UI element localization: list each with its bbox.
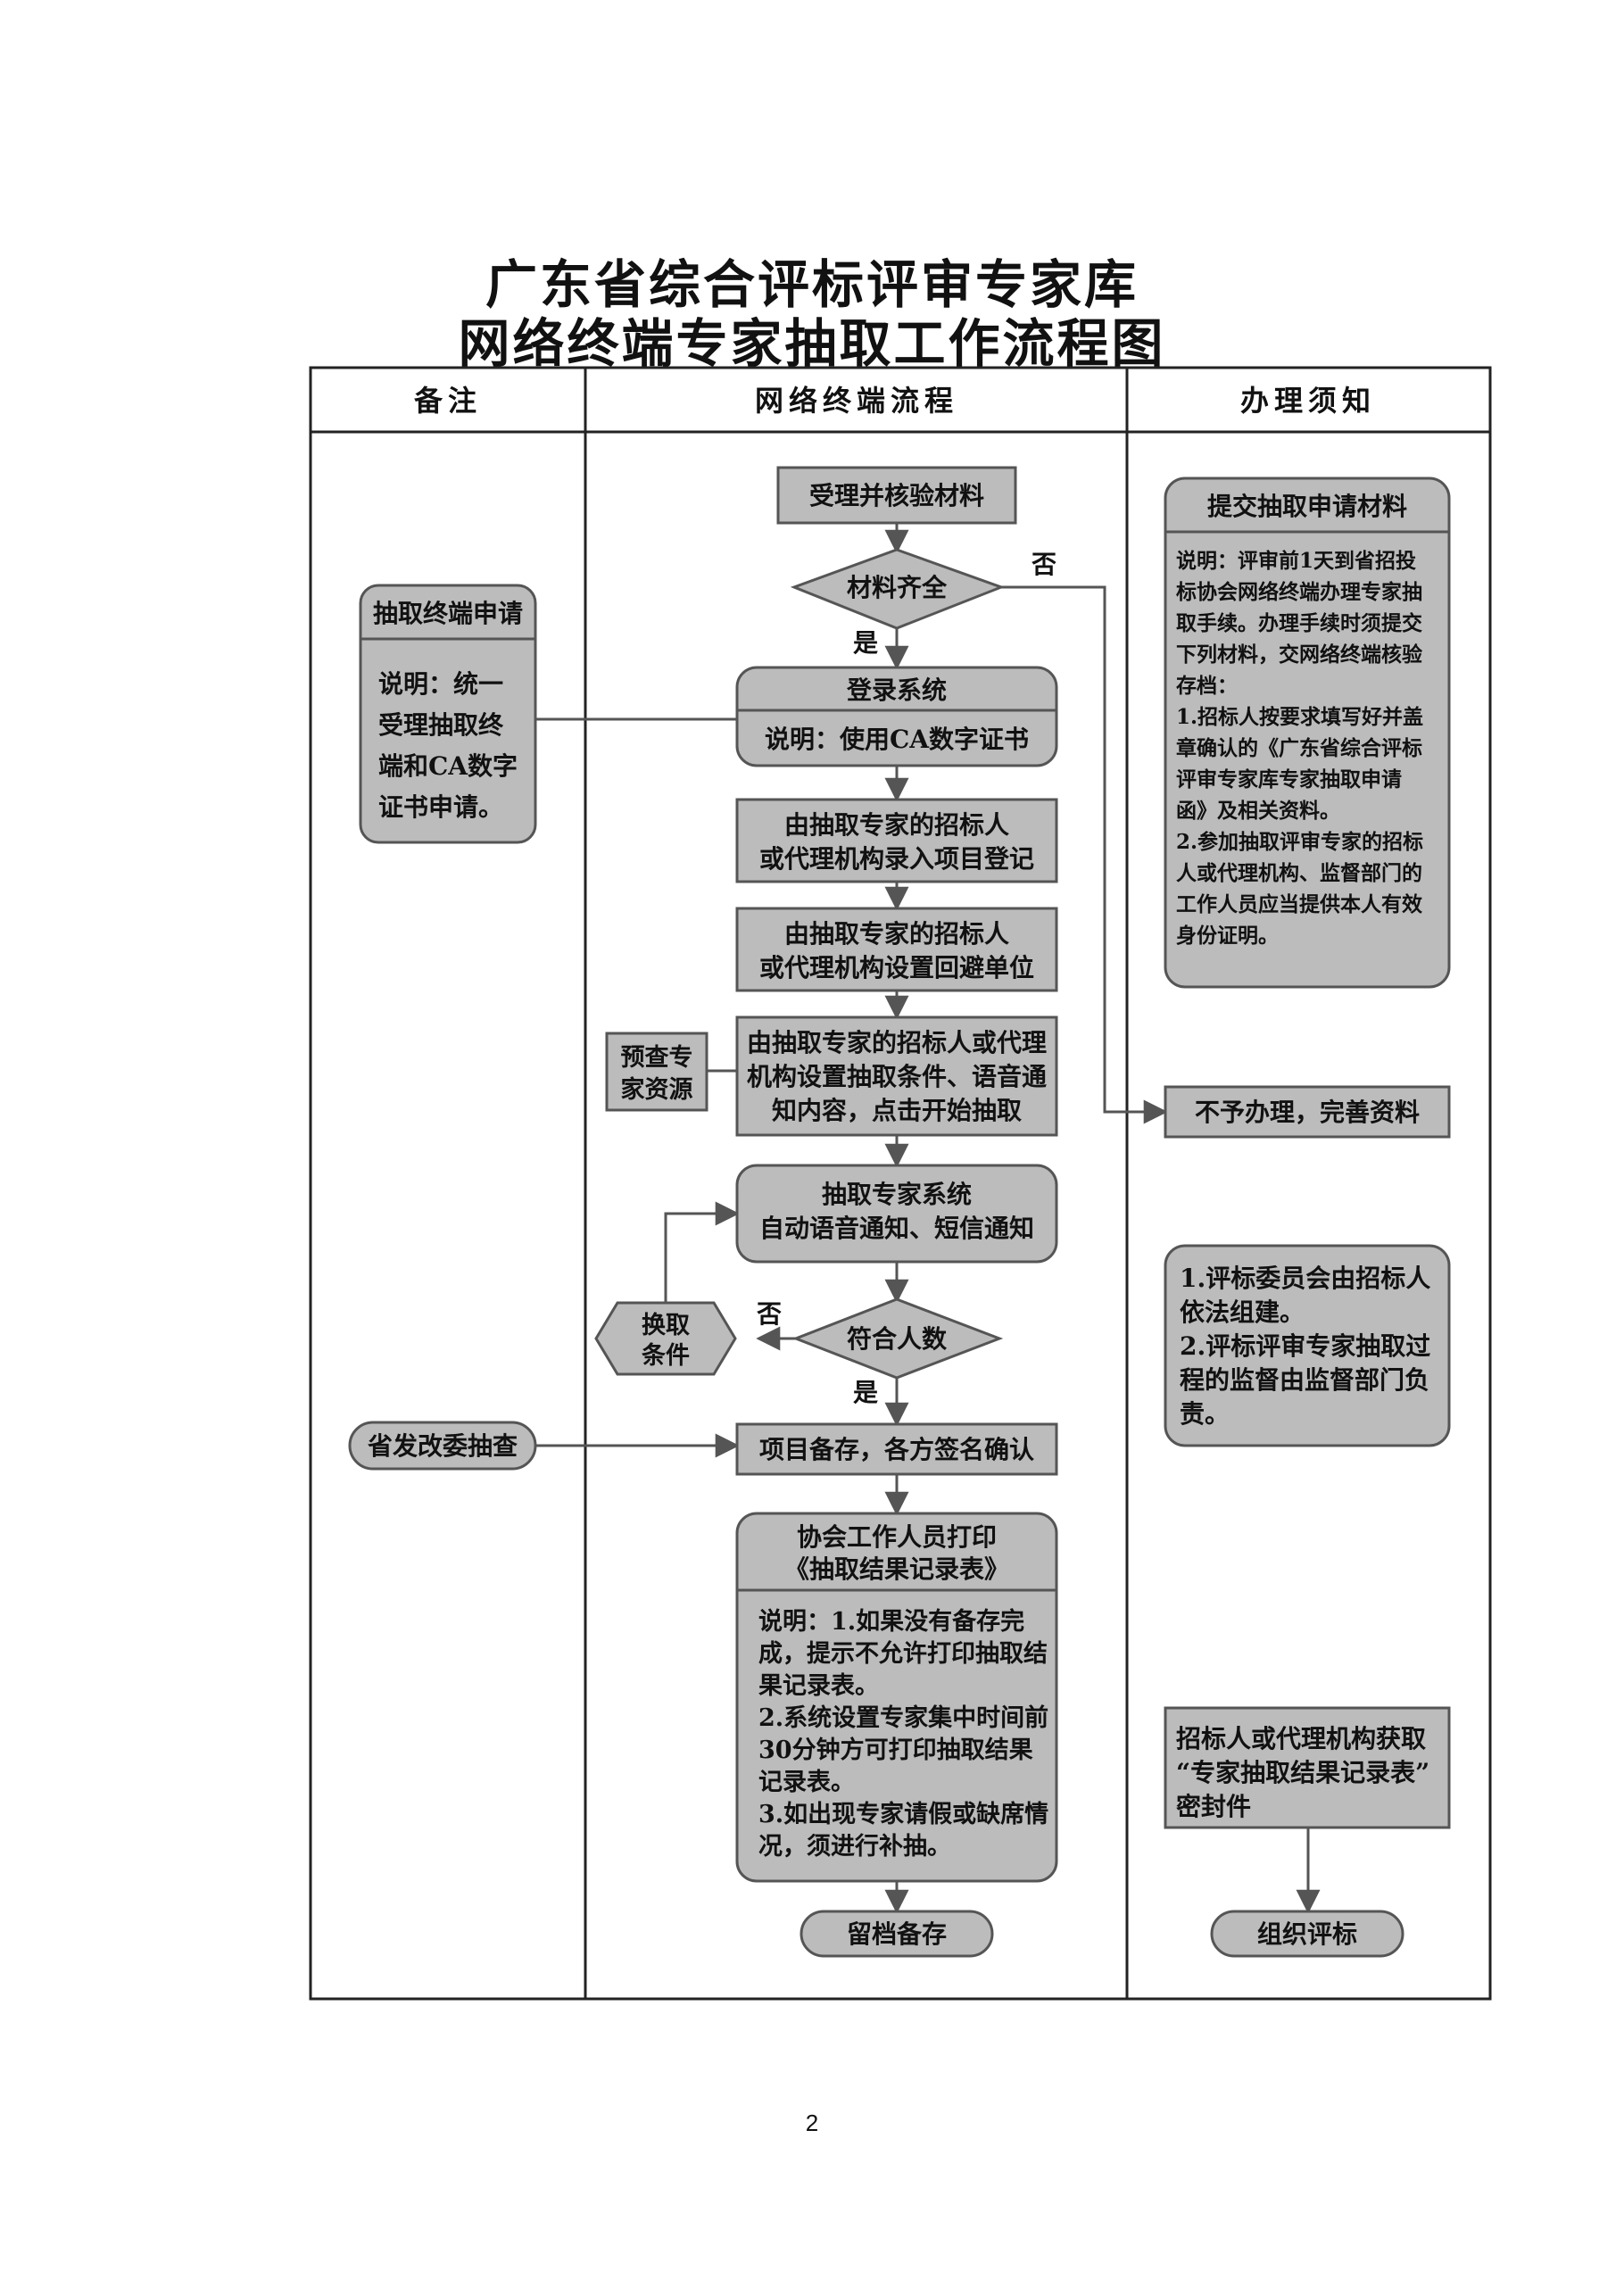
committee-line-2: 依法组建。 (1180, 1297, 1305, 1327)
register-line-1: 由抽取专家的招标人 (784, 810, 1009, 840)
submit-note-line-5: 存档： (1176, 674, 1238, 698)
reject-box (1164, 1085, 1451, 1139)
no-label-2: 否 (757, 1299, 782, 1329)
organize-label: 组织评标 (1257, 1919, 1357, 1949)
spot-check-label: 省发改委抽查 (368, 1431, 518, 1461)
accept-box (776, 466, 1017, 525)
spot-check-box (348, 1421, 537, 1471)
enough-people-label: 符合人数 (847, 1324, 948, 1354)
submit-note-line-7: 章确认的《广东省综合评标 (1176, 736, 1422, 760)
record-box (735, 1422, 1058, 1476)
submit-note-line-10: 2.参加抽取评审专家的招标 (1176, 830, 1423, 854)
conditions-line-1: 由抽取专家的招标人或代理 (747, 1028, 1047, 1057)
record-label: 项目备存，各方签名确认 (759, 1435, 1034, 1464)
preview-line-2: 家资源 (621, 1075, 693, 1104)
sealed-result-box (1164, 1706, 1451, 1829)
print-note-line-4: 2.系统设置专家集中时间前 (758, 1703, 1048, 1732)
materials-check-diamond (790, 548, 1006, 630)
submit-note-line-9: 函》及相关资料。 (1176, 799, 1340, 823)
committee-line-1: 1.评标委员会由招标人 (1180, 1264, 1430, 1293)
reject-label: 不予办理，完善资料 (1195, 1098, 1420, 1127)
preview-box (605, 1032, 708, 1112)
submit-note-line-6: 1.招标人按要求填写好并盖 (1176, 705, 1423, 729)
archive-box (800, 1910, 994, 1958)
terminal-note-line-1: 说明：统一 (378, 669, 503, 699)
committee-line-4: 程的监督由监督部门负 (1180, 1365, 1429, 1395)
change-conditions-hexagon (594, 1301, 737, 1376)
col-header-process: 网络终端流程 (755, 384, 958, 418)
submit-note-line-13: 身份证明。 (1176, 924, 1279, 948)
submit-note-line-12: 工作人员应当提供本人有效 (1176, 892, 1422, 916)
conditions-line-3: 知内容，点击开始抽取 (772, 1096, 1022, 1125)
terminal-note-line-4: 证书申请。 (378, 792, 503, 822)
terminal-title: 抽取终端申请 (373, 599, 523, 628)
col-header-remarks: 备注 (414, 384, 482, 418)
preview-line-1: 预查专 (621, 1044, 693, 1072)
conditions-line-2: 机构设置抽取条件、语音通 (747, 1062, 1047, 1091)
print-note-line-6: 记录表。 (758, 1769, 855, 1796)
yes-label-2: 是 (853, 1378, 878, 1407)
page-number: 2 (805, 2110, 819, 2136)
avoid-box (735, 907, 1058, 992)
login-title: 登录系统 (846, 676, 947, 705)
submit-note-line-3: 取手续。办理手续时须提交 (1176, 611, 1422, 635)
print-note-line-8: 况，须进行补抽。 (758, 1832, 951, 1861)
arrow-no-to-reject (1001, 585, 1168, 1124)
title-line-2: 网络终端专家抽取工作流程图 (458, 313, 1166, 374)
submit-note-line-4: 下列材料，交网络终端核验 (1176, 642, 1422, 667)
sealed-line-3: 密封件 (1176, 1792, 1251, 1821)
register-line-2: 或代理机构录入项目登记 (759, 844, 1034, 874)
login-note: 说明：使用CA数字证书 (765, 725, 1029, 754)
print-note-line-1: 说明：1.如果没有备存完 (758, 1607, 1024, 1636)
accept-label: 受理并核验材料 (809, 481, 984, 510)
register-box (735, 798, 1058, 883)
terminal-application-box (359, 584, 537, 844)
submit-materials-box (1164, 477, 1451, 989)
avoid-line-2: 或代理机构设置回避单位 (759, 953, 1034, 982)
yes-label-1: 是 (853, 628, 878, 658)
print-note-line-2: 成，提示不允许打印抽取结 (758, 1639, 1048, 1668)
system-line-1: 抽取专家系统 (822, 1180, 972, 1209)
submit-title: 提交抽取申请材料 (1207, 492, 1407, 521)
submit-note-line-2: 标协会网络终端办理专家抽 (1176, 580, 1422, 604)
archive-label: 留档备存 (847, 1919, 947, 1949)
sealed-line-2: “专家抽取结果记录表” (1176, 1758, 1429, 1787)
sealed-line-1: 招标人或代理机构获取 (1176, 1724, 1426, 1753)
terminal-note-line-3: 端和CA数字 (378, 751, 518, 781)
no-label-1: 否 (1032, 550, 1056, 579)
print-box (735, 1512, 1058, 1883)
print-line-1: 协会工作人员打印 (797, 1522, 997, 1552)
submit-note-line-11: 人或代理机构、监督部门的 (1176, 861, 1422, 885)
materials-check-label: 材料齐全 (847, 573, 948, 602)
title-line-1: 广东省综合评标评审专家库 (485, 254, 1139, 315)
print-note-line-5: 30分钟方可打印抽取结果 (758, 1736, 1033, 1764)
terminal-note-line-2: 受理抽取终 (378, 710, 504, 740)
organize-box (1210, 1910, 1404, 1958)
submit-note-line-8: 评审专家库专家抽取申请 (1176, 767, 1402, 792)
login-box (735, 666, 1058, 767)
print-note-line-7: 3.如出现专家请假或缺席情 (758, 1800, 1048, 1828)
conditions-box (735, 1015, 1058, 1137)
print-note-line-3: 果记录表。 (758, 1672, 879, 1700)
print-line-2: 《抽取结果记录表》 (784, 1554, 1009, 1584)
table-frame (309, 366, 1492, 2001)
submit-note-line-1: 说明：评审前1天到省招投 (1176, 549, 1416, 573)
change-line-1: 换取 (642, 1312, 690, 1339)
system-line-2: 自动语音通知、短信通知 (759, 1214, 1034, 1243)
connectors (535, 523, 1321, 1914)
enough-people-diamond (791, 1297, 1004, 1380)
col-header-notice: 办理须知 (1240, 384, 1376, 418)
committee-box (1164, 1244, 1451, 1447)
change-line-2: 条件 (642, 1342, 690, 1370)
committee-line-3: 2.评标评审专家抽取过 (1180, 1331, 1430, 1361)
arrow-change-to-system (664, 1201, 740, 1303)
committee-line-5: 责。 (1180, 1399, 1230, 1429)
avoid-line-1: 由抽取专家的招标人 (784, 919, 1009, 949)
system-box (735, 1164, 1058, 1264)
